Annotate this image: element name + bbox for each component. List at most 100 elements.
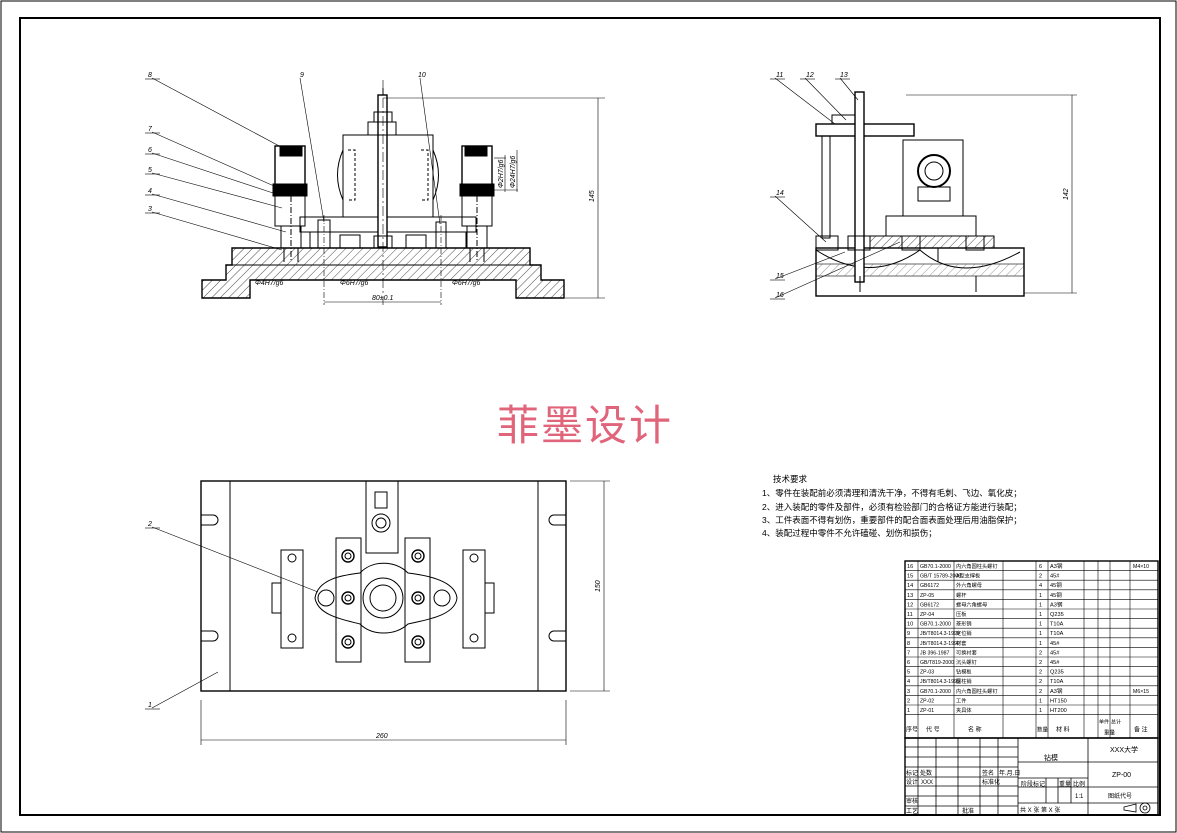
school-name: XXX大学 [1110,745,1138,754]
side-view-labels: 11 12 13 14 15 16 142 [776,72,1070,299]
side-view [770,77,1077,300]
bom-cell-material: Q235 [1050,670,1064,676]
bom-cell-name: 螺母六角螺母 [956,600,987,608]
bom-cell-qty: 2 [1039,650,1042,656]
balloon-15: 15 [776,273,784,280]
drawing-name: 钻模 [1044,753,1058,762]
bom-cell-material: 45# [1050,660,1060,666]
balloon-11: 11 [776,72,783,79]
front-height-dim: 145 [589,190,596,202]
bom-cell-code: JB/T8014.3-1999 [920,631,960,637]
bom-cell-qty: 1 [1039,593,1042,599]
bom-cell-no: 16 [907,564,913,570]
top-depth-dim: 150 [595,580,602,592]
bom-cell-code: GB/T 15789-2006 [920,574,961,580]
bom-cell-material: 45# [1050,574,1060,580]
bom-header-no: 序号 [906,726,918,734]
bom-cell-code: ZP-01 [920,708,934,714]
inner-frame [19,17,1161,816]
tb-design-name: XXX [921,780,933,786]
watermark: 菲墨设计 [497,401,673,450]
drawing-number: ZP-00 [1112,772,1131,779]
bom-cell-no: 4 [907,679,910,685]
drawing-code-label: 图纸代号 [1108,792,1132,800]
fit-left: Φ4H7/g6 [255,280,284,287]
bom-cell-name: 内六角圆柱头螺钉 [956,687,998,695]
bom-header-note: 备 注 [1134,726,1148,734]
balloon-8: 8 [148,72,152,79]
balloon-16: 16 [776,292,784,299]
bom-cell-code: GB6172 [920,583,939,589]
bom-header-code: 代 号 [926,726,940,734]
bom-cell-material: HT150 [1050,698,1067,704]
bom-cell-material: A3钢 [1050,600,1063,608]
tech-req-item: 3、工件表面不得有划伤，重要部件的配合面表面处理后用油脂保护； [762,515,1022,525]
bom-cell-note: M6×15 [1133,689,1149,695]
bom-cell-code: ZP-03 [920,670,934,676]
bom-cell-code: ZP-04 [920,612,934,618]
bom-cell-no: 9 [907,631,910,637]
bom-header-weight-total: 总计 [1111,719,1121,726]
bom-cell-code: GB70.1-2000 [920,564,951,570]
bom-cell-qty: 2 [1039,574,1042,580]
fit-mid: Φ6H7/g6 [340,280,369,287]
tb-mark: 标记 [906,769,918,777]
bom-cell-material: A3钢 [1050,687,1063,695]
tb-approve: 批准 [962,807,974,815]
balloon-2: 2 [147,521,152,528]
front-view-labels: 8 9 10 7 6 5 4 3 145 Φ4H7/g6 Φ6H7/g6 Φ6H… [148,72,596,302]
bom-cell-material: 45钢 [1050,581,1062,589]
tb-process: 工艺 [906,807,918,815]
scale-value: 1:1 [1075,794,1084,800]
weight-label: 重量 [1059,780,1071,788]
bom-cell-no: 15 [907,574,913,580]
balloon-13: 13 [840,72,848,79]
bom-cell-name: 沉头螺钉 [956,658,977,666]
tb-design: 设计 [906,778,918,786]
tb-date: 年.月.日 [999,769,1020,777]
bom-cell-code: JB 396-1987 [920,650,950,656]
bom-header-material: 材 料 [1056,726,1070,734]
bom-cell-no: 6 [907,660,910,666]
bom-header-weight-single: 单件 [1099,719,1109,726]
top-workpiece [314,562,458,634]
bom-cell-name: A型支撑板 [956,572,981,580]
balloon-3: 3 [148,206,152,213]
bom-cell-code: GB70.1-2000 [920,622,951,628]
balloon-9: 9 [300,72,304,79]
balloon-6: 6 [148,147,152,154]
bom-cell-code: GB6172 [920,602,939,608]
bom-cell-no: 11 [907,612,913,618]
bom-cell-code: ZP-05 [920,593,934,599]
bom-cell-code: GB/T819-2000 [920,660,954,666]
bom-cell-qty: 2 [1039,679,1042,685]
bom-cell-material: A3钢 [1050,562,1063,570]
bom-cell-name: 钻模板 [956,668,972,676]
bom-cell-code: JB/T8014.3-1999 [920,641,960,647]
bom-cell-qty: 1 [1039,641,1042,647]
front-view [145,77,605,305]
balloon-1: 1 [148,702,152,709]
bom-cell-code: ZP-02 [920,698,934,704]
bom-cell-no: 1 [907,708,910,714]
bom-cell-name: 外六角螺母 [956,581,982,589]
bom-cell-no: 7 [907,650,910,656]
bom-cell-qty: 1 [1039,602,1042,608]
fit-vertical-2: Φ24H7/g6 [510,156,517,188]
tech-req-item: 4、装配过程中零件不允许磕碰、划伤和损伤； [762,528,937,538]
balloon-14: 14 [776,190,784,197]
stage-label: 阶段标记 [1021,780,1045,788]
bom-cell-qty: 1 [1039,612,1042,618]
bom-cell-qty: 1 [1039,631,1042,637]
balloon-5: 5 [148,167,152,174]
top-view-labels: 2 1 260 150 [147,521,602,740]
bom-cell-qty: 2 [1039,670,1042,676]
bom-header-name: 名 称 [968,726,982,734]
balloon-10: 10 [418,72,426,79]
bom-cell-name: 工件 [956,696,966,704]
top-clamp-bar [365,480,399,554]
title-block [904,737,1159,816]
span-dim: 80±0.1 [372,295,393,302]
